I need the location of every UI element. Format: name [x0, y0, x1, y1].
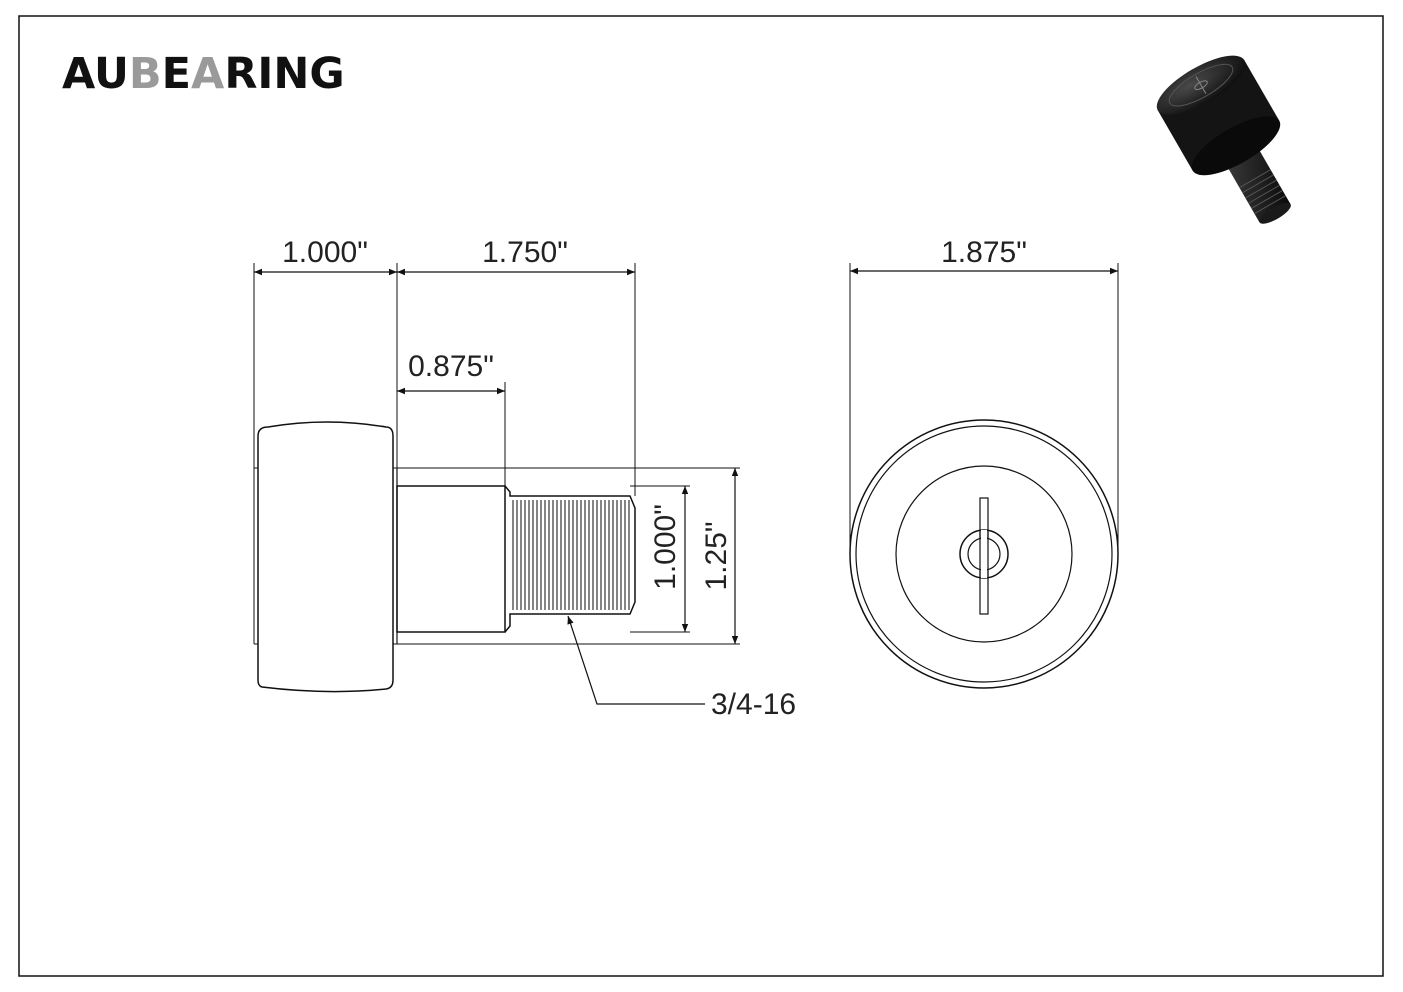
- dim-label-flange-diameter: 1.25": [700, 521, 733, 590]
- brand-part-3: E: [162, 49, 191, 99]
- dim-label-roller-width: 1.000": [282, 236, 368, 269]
- thread-leader: [567, 615, 705, 705]
- thread-outline: [504, 485, 636, 633]
- brand-part-2: B: [129, 49, 162, 99]
- flange-circle: [895, 465, 1073, 643]
- dim-label-shank-length: 0.875": [408, 350, 494, 383]
- front-view: 1.875": [849, 236, 1119, 689]
- dim-label-thread-diameter: 1.000": [649, 504, 682, 590]
- brand-part-4: A: [191, 49, 225, 99]
- shank-outline: [396, 485, 506, 633]
- sheet-border: [18, 15, 1384, 977]
- dim-label-stud-length: 1.750": [482, 236, 568, 269]
- roller-outline: [257, 421, 394, 693]
- dim-label-roller-diameter: 1.875": [941, 236, 1027, 269]
- thread-spec-label: 3/4-16: [711, 688, 796, 721]
- brand-part-5: RING: [224, 49, 344, 99]
- side-view: 1.000" 1.750" 0.875" 1.000" 1.25" 3/4-16: [253, 236, 796, 721]
- brand-part-1: AU: [62, 49, 129, 99]
- thread-hatch: [510, 500, 630, 610]
- cam-follower-3d-icon: [1156, 55, 1291, 224]
- brand-logo: AUBEARING: [62, 49, 345, 99]
